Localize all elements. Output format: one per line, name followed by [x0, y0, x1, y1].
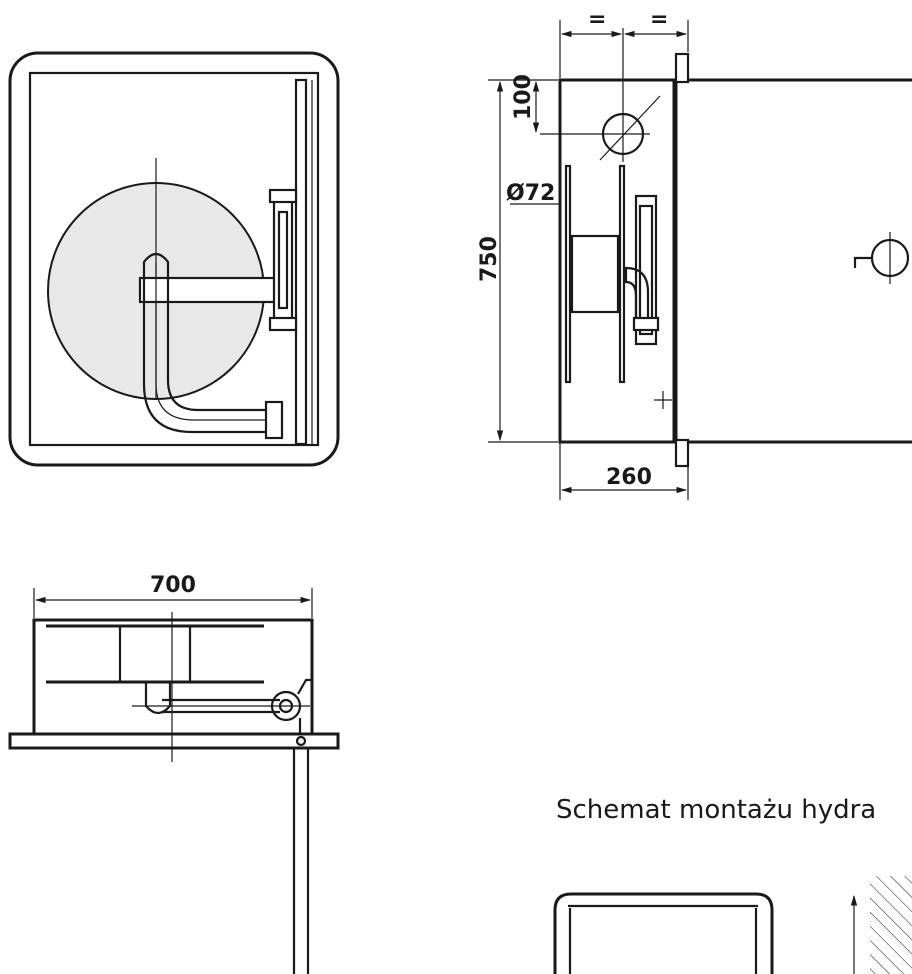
- cabinet-outer-frame: [8, 51, 340, 467]
- top-door: [8, 732, 340, 750]
- door-panel: [674, 78, 912, 444]
- front-view: [8, 51, 340, 467]
- cabinet-inner-frame: [28, 71, 320, 447]
- dim-equal-left: =: [588, 7, 606, 32]
- dim-equal-right: =: [650, 7, 668, 32]
- bottom-bracket: [674, 438, 690, 468]
- hinge-strip: [294, 78, 308, 446]
- dim-depth: 260: [606, 465, 652, 490]
- dim-width: 700: [150, 573, 196, 598]
- mounting-schematic: [553, 876, 912, 974]
- top-bracket: [674, 52, 690, 84]
- caption-title: Schemat montażu hydra: [556, 795, 876, 825]
- valve-connector: [264, 400, 284, 440]
- dim-top-offset: 100: [511, 74, 536, 120]
- top-body: [32, 618, 314, 736]
- wall-hatch: [870, 876, 912, 974]
- side-view: = = 750 100 Ø72 260: [477, 7, 912, 500]
- top-view: 700: [8, 573, 340, 974]
- side-body: [558, 78, 676, 444]
- dim-hole-diameter: Ø72: [506, 181, 555, 206]
- reel-hub: [570, 234, 620, 314]
- dim-height: 750: [477, 236, 502, 282]
- water-pipe: [142, 252, 270, 434]
- swivel-arm: [138, 276, 284, 304]
